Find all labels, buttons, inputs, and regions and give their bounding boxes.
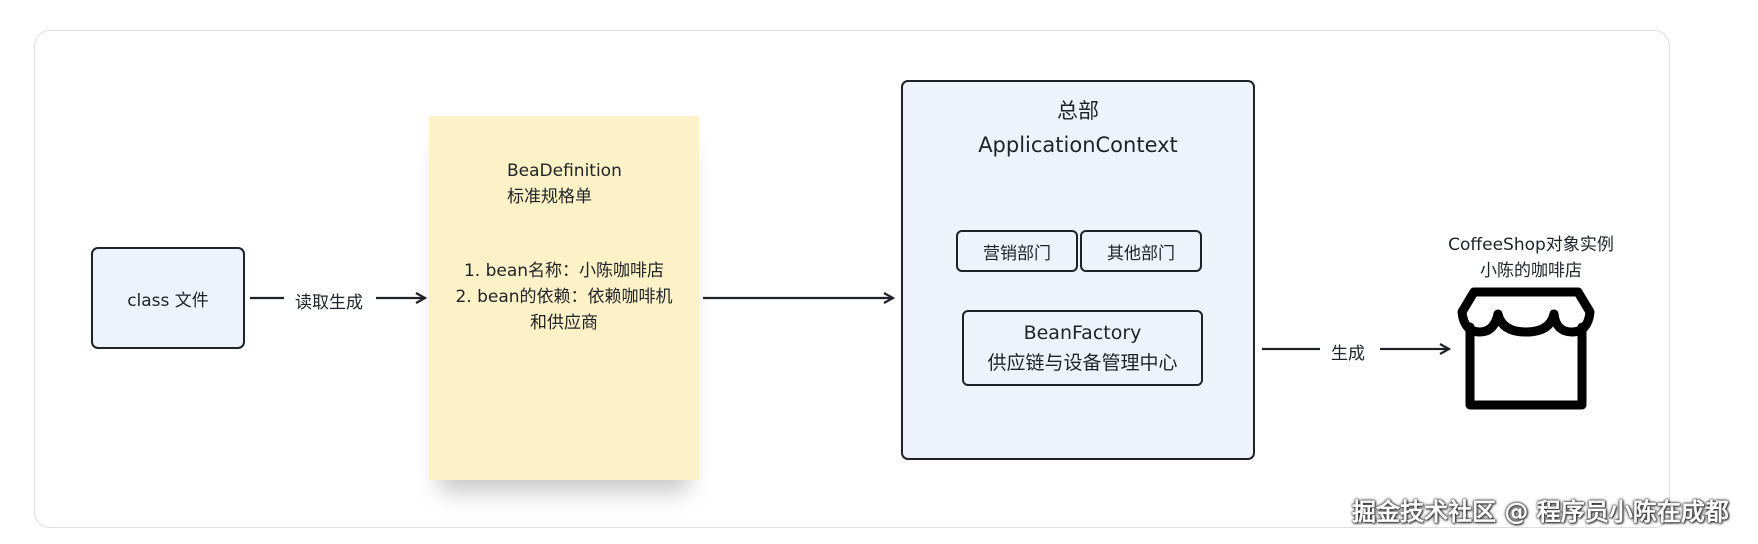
class-file-box: class 文件 xyxy=(91,247,245,349)
bean-definition-line3: 和供应商 xyxy=(530,313,598,333)
read-generate-label: 读取生成 xyxy=(295,293,363,313)
bean-definition-line2: 2. bean的依赖：依赖咖啡机 xyxy=(455,287,673,307)
marketing-dept-box: 营销部门 xyxy=(956,230,1078,272)
bean-factory-text: BeanFactory 供应链与设备管理中心 xyxy=(987,318,1177,378)
hq-title-en: ApplicationContext xyxy=(978,133,1178,157)
storefront-icon xyxy=(1457,287,1595,410)
bean-definition-title: BeaDefinition xyxy=(507,161,622,181)
bean-definition-note: BeaDefinition 标准规格单 1. bean名称：小陈咖啡店 2. b… xyxy=(429,116,699,480)
marketing-dept-label: 营销部门 xyxy=(983,243,1051,264)
watermark-text: 掘金技术社区 @ 程序员小陈在成都 xyxy=(1352,498,1729,526)
coffee-shop-line2: 小陈的咖啡店 xyxy=(1480,261,1582,281)
other-dept-label: 其他部门 xyxy=(1107,243,1175,264)
bean-definition-body: 1. bean名称：小陈咖啡店 2. bean的依赖：依赖咖啡机 和供应商 xyxy=(429,258,699,336)
bean-definition-title-group: BeaDefinition 标准规格单 xyxy=(507,158,622,210)
other-dept-box: 其他部门 xyxy=(1080,230,1202,272)
bean-definition-line1: 1. bean名称：小陈咖啡店 xyxy=(463,261,665,281)
diagram-canvas xyxy=(34,30,1670,528)
generate-label: 生成 xyxy=(1331,344,1365,364)
bean-factory-en: BeanFactory xyxy=(1023,322,1142,344)
bean-factory-box: BeanFactory 供应链与设备管理中心 xyxy=(962,310,1203,386)
class-file-label: class 文件 xyxy=(127,290,209,311)
application-context-title: 总部 ApplicationContext xyxy=(903,94,1253,162)
bean-definition-subtitle: 标准规格单 xyxy=(507,187,592,207)
coffee-shop-line1: CoffeeShop对象实例 xyxy=(1448,235,1614,255)
coffee-shop-label: CoffeeShop对象实例 小陈的咖啡店 xyxy=(1436,232,1626,284)
hq-title-cn: 总部 xyxy=(1057,99,1099,123)
bean-factory-cn: 供应链与设备管理中心 xyxy=(987,352,1178,374)
